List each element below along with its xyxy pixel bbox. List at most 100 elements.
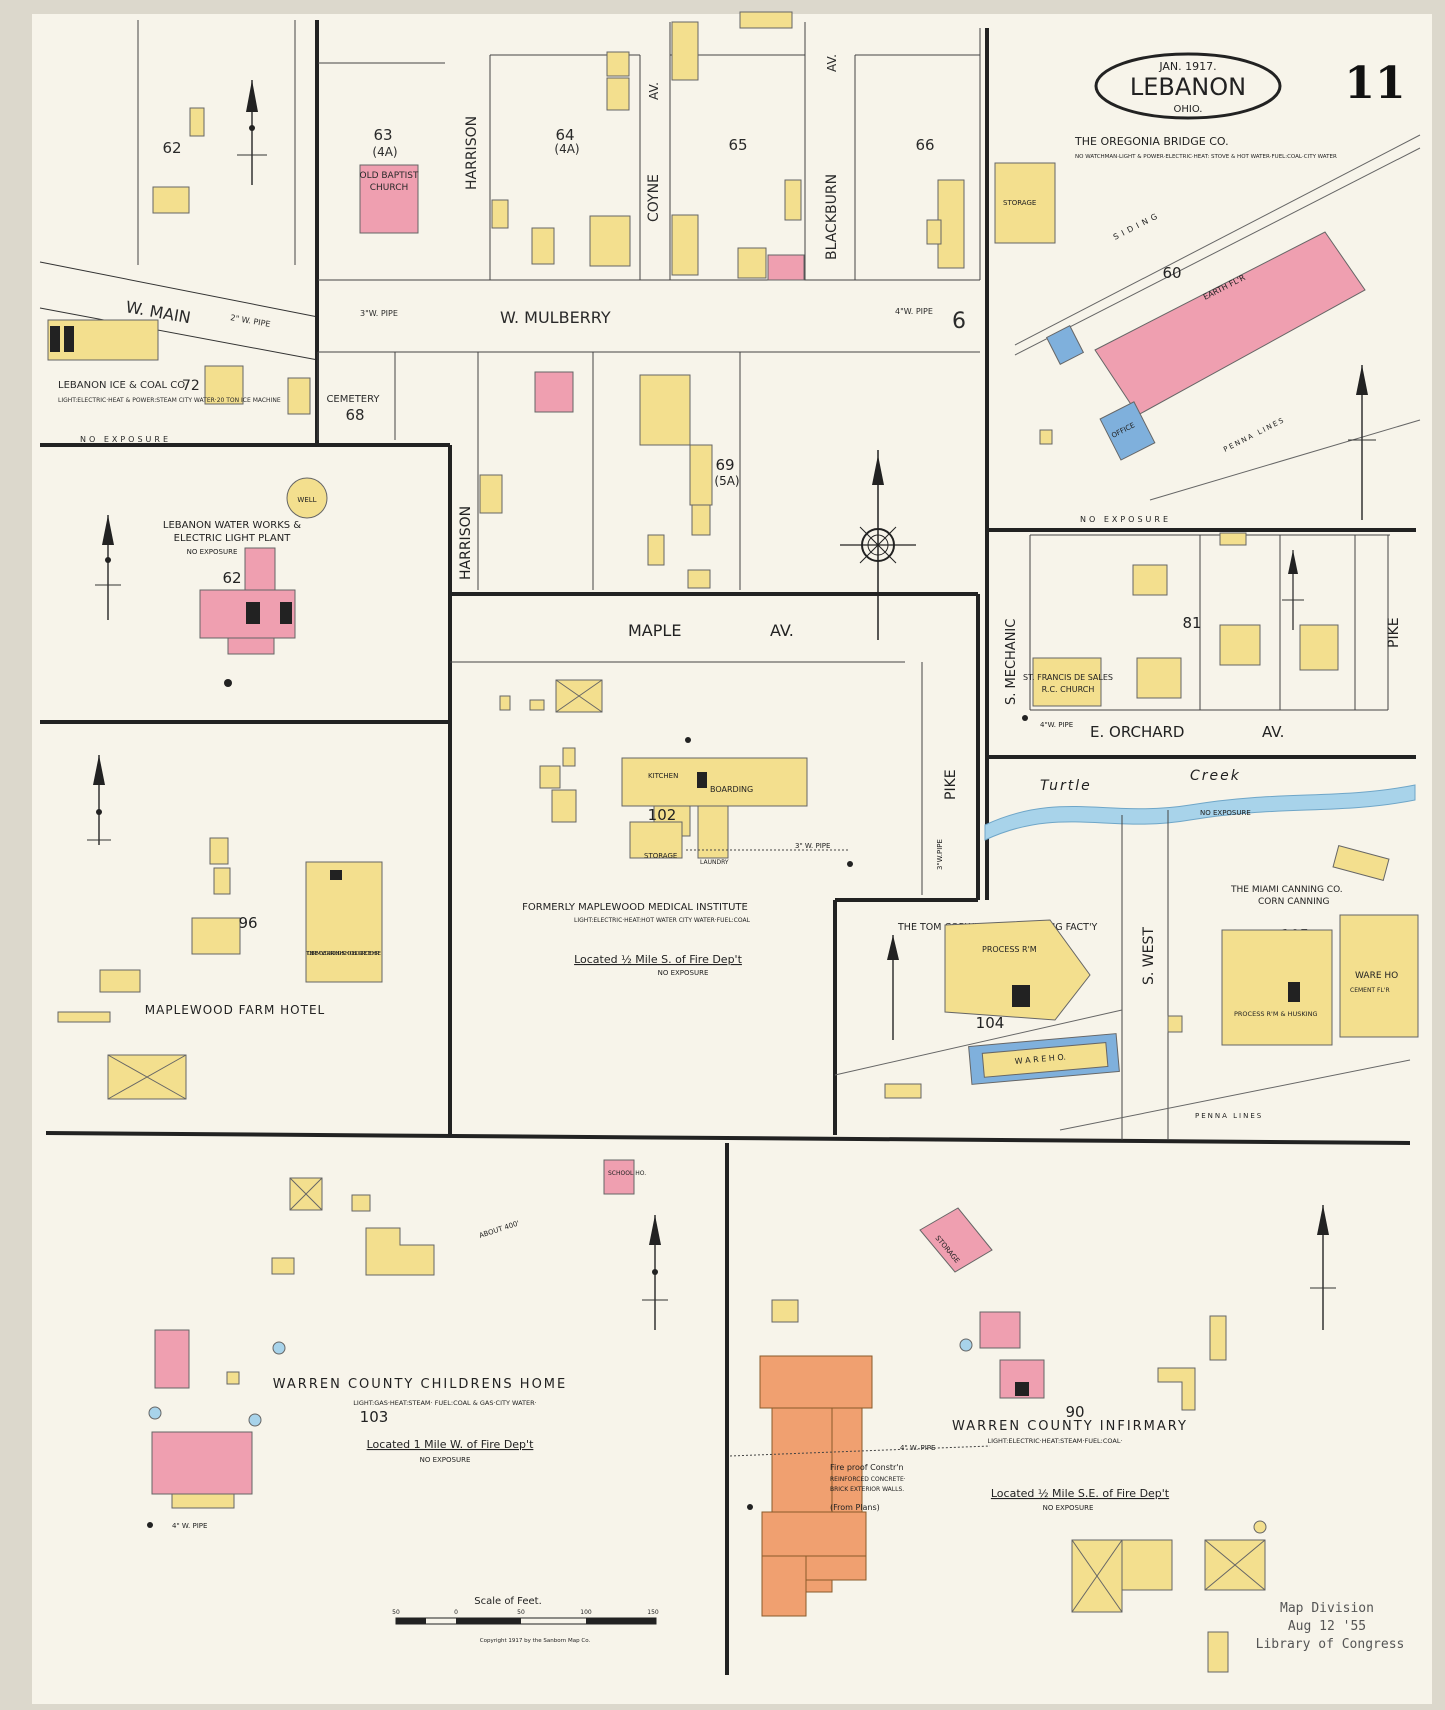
pipe-orchard: 4"W. PIPE (1040, 721, 1073, 729)
note-infirmary: LIGHT:ELECTRIC·HEAT:STEAM·FUEL:COAL· (987, 1437, 1122, 1445)
block-102: 102 (648, 806, 677, 824)
title-cartouche: JAN. 1917. LEBANON OHIO. (1094, 52, 1282, 120)
label-infirmary: WARREN COUNTY INFIRMARY (952, 1419, 1188, 1434)
label-fireproof: Fire proof Constr'n (830, 1463, 904, 1472)
label-miami-canning-2: CORN CANNING (1258, 897, 1330, 907)
north-arrow-2 (1348, 365, 1376, 520)
block-69: 69 (715, 456, 734, 474)
sheet-frame-lines (40, 20, 1416, 1675)
turtle-creek (984, 784, 1416, 841)
note-ice-coal: LIGHT:ELECTRIC·HEAT & POWER:STEAM CITY W… (58, 397, 281, 404)
label-located-se: Located ½ Mile S.E. of Fire Dep't (991, 1487, 1170, 1500)
label-maplewood-hotel: MAPLEWOOD FARM HOTEL (145, 1003, 325, 1017)
map-paper (32, 14, 1432, 1704)
label-process-104: PROCESS R'M (982, 945, 1037, 954)
label-ware-ho-105: WARE HO (1355, 971, 1398, 981)
pipe-mulberry-east: 4"W. PIPE (895, 307, 933, 316)
pipe-maplewood: 3" W. PIPE (795, 842, 830, 850)
street-harrison-north: HARRISON (464, 116, 480, 190)
street-mechanic: S. MECHANIC (1004, 619, 1019, 705)
label-located-half-mile: Located ½ Mile S. of Fire Dep't (574, 953, 742, 966)
maplewood-hotel-building (305, 861, 383, 983)
block-90: 90 (1065, 1403, 1084, 1421)
label-st-francis: ST. FRANCIS DE SALES (1023, 673, 1113, 682)
label-storage-oregonia: STORAGE (1003, 199, 1036, 207)
miami-process-room (1221, 929, 1333, 1046)
block-81: 81 (1182, 614, 1201, 632)
library-stamp: Map Division Aug 12 '55 Library of Congr… (1256, 1601, 1405, 1652)
label-fireproof-4: (From Plans) (830, 1503, 880, 1512)
scale-label: Scale of Feet. (474, 1596, 542, 1607)
block-63-sub: (4A) (372, 145, 397, 159)
label-childrens-home: WARREN COUNTY CHILDRENS HOME (273, 1377, 567, 1392)
label-wareho-104: W A R E H O. (1014, 1053, 1066, 1066)
street-coyne: COYNE (646, 174, 662, 222)
note-childrens: LIGHT:GAS·HEAT:STEAM· FUEL:COAL & GAS·CI… (353, 1399, 536, 1407)
label-fireproof-3: BRICK EXTERIOR WALLS. (830, 1486, 904, 1493)
street-e-orchard-av: AV. (1262, 723, 1284, 741)
block-104: 104 (976, 1014, 1005, 1032)
no-exposure-creek: NO EXPOSURE (1200, 809, 1251, 817)
block-69-sub: (5A) (714, 474, 739, 488)
north-arrow-5 (887, 935, 899, 1040)
street-maple-av: AV. (770, 621, 794, 640)
note-maplewood: LIGHT:ELECTRIC·HEAT:HOT WATER CITY WATER… (574, 917, 751, 924)
stamp-line1: Map Division (1280, 1601, 1374, 1616)
infirmary-building (759, 1355, 873, 1617)
sheet-number: 11 (1344, 58, 1405, 109)
pipe-childrens: 4" W. PIPE (172, 1522, 207, 1530)
scale-tick-4: 100 (580, 1609, 592, 1616)
label-miami-canning: THE MIAMI CANNING CO. (1230, 885, 1343, 895)
block-65: 65 (728, 136, 747, 154)
street-blackburn-av: AV. (825, 54, 839, 72)
label-well: WELL (297, 496, 316, 504)
map-town: LEBANON (1130, 73, 1246, 101)
label-old-baptist: OLD BAPTIST (359, 171, 419, 181)
no-exposure-childrens: NO EXPOSURE (420, 1456, 471, 1464)
street-coyne-av: AV. (647, 82, 661, 100)
pipe-mulberry: 3"W. PIPE (360, 309, 398, 318)
compass-rose (840, 450, 916, 640)
label-cemetery: CEMETERY (326, 394, 380, 405)
scale-tick-3: 50 (517, 1609, 525, 1616)
block-66: 66 (915, 136, 934, 154)
label-creek: Creek (1190, 768, 1241, 784)
label-process-husking: PROCESS R'M & HUSKING (1234, 1010, 1317, 1018)
north-arrow-8 (1310, 1205, 1336, 1330)
childrens-home-building (151, 1431, 253, 1495)
block-62-water: 62 (222, 569, 241, 587)
no-exposure-ice: NO EXPOSURE (80, 435, 171, 444)
label-storage-maplewood: STORAGE (644, 852, 677, 860)
no-exposure-infirmary: NO EXPOSURE (1043, 1504, 1094, 1512)
tom-corwin-factory (944, 919, 1091, 1021)
oregonia-shop (1094, 231, 1366, 416)
street-e-orchard: E. ORCHARD (1090, 723, 1184, 741)
label-old-baptist-2: CHURCH (370, 183, 409, 193)
block-96: 96 (238, 914, 257, 932)
sheet-ref-6: 6 (952, 309, 966, 334)
label-water-works: LEBANON WATER WORKS & (163, 520, 301, 531)
label-laundry: LAUNDRY (700, 859, 729, 866)
street-maple: MAPLE (628, 621, 681, 640)
map-date: JAN. 1917. (1158, 60, 1216, 73)
label-cement-flr: CEMENT FL'R (1350, 987, 1390, 994)
north-arrow-4 (1282, 550, 1304, 630)
block-103: 103 (360, 1408, 389, 1426)
maplewood-boarding (621, 757, 808, 807)
note-oregonia: NO WATCHMAN·LIGHT & POWER·ELECTRIC·HEAT:… (1075, 154, 1337, 160)
north-arrow-3 (95, 515, 121, 620)
label-ice-coal: LEBANON ICE & COAL CO. (58, 380, 188, 391)
north-arrow-6 (87, 755, 111, 845)
no-exposure-maplewood: NO EXPOSURE (658, 969, 709, 977)
scale-tick-1: 50 (392, 1609, 400, 1616)
street-pike-center: PIKE (943, 769, 959, 800)
label-turtle: Turtle (1040, 778, 1092, 794)
scale-tick-5: 150 (647, 1609, 659, 1616)
label-st-francis-2: R.C. CHURCH (1042, 685, 1095, 694)
block-63: 63 (373, 126, 392, 144)
pipe-infirmary: 4" W. PIPE (900, 1444, 935, 1452)
street-harrison-south: HARRISON (458, 506, 474, 580)
scale-tick-2: 0 (454, 1609, 458, 1616)
label-fireproof-2: REINFORCED CONCRETE· (830, 1476, 906, 1483)
